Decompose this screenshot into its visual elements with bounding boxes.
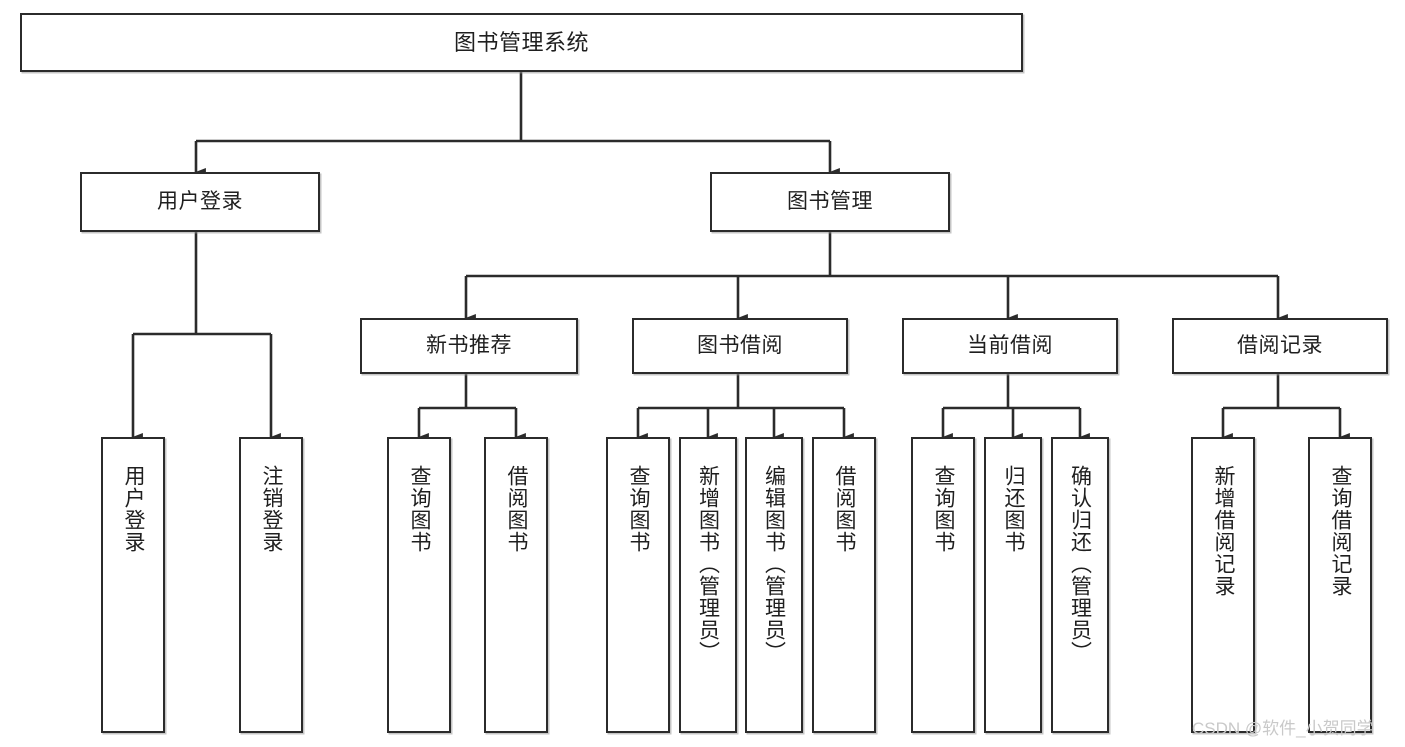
node-leaf-logout-label: 注销登录 (260, 465, 284, 553)
node-leaf-borrow-book-2[interactable]: 借阅图书 (812, 437, 876, 733)
node-leaf-return-book[interactable]: 归还图书 (984, 437, 1042, 733)
node-book-management[interactable]: 图书管理 (710, 172, 950, 232)
node-leaf-add-record[interactable]: 新增借阅记录 (1191, 437, 1255, 733)
node-leaf-borrow-book-1[interactable]: 借阅图书 (484, 437, 548, 733)
node-new-book-recommend-label: 新书推荐 (426, 333, 512, 357)
node-leaf-query-book-2-label: 查询图书 (627, 465, 651, 553)
node-leaf-query-record[interactable]: 查询借阅记录 (1308, 437, 1372, 733)
node-leaf-confirm-return[interactable]: 确认归还（管理员） (1051, 437, 1109, 733)
node-leaf-edit-book[interactable]: 编辑图书（管理员） (745, 437, 803, 733)
node-leaf-borrow-book-1-label: 借阅图书 (505, 465, 529, 553)
node-leaf-borrow-book-2-label: 借阅图书 (833, 465, 857, 553)
watermark: CSDN @软件_小贺同学 (1192, 719, 1374, 738)
node-leaf-return-book-label: 归还图书 (1002, 465, 1026, 553)
node-borrow-record-label: 借阅记录 (1237, 333, 1323, 357)
node-leaf-query-book-2[interactable]: 查询图书 (606, 437, 670, 733)
node-leaf-query-record-label: 查询借阅记录 (1329, 465, 1353, 597)
node-book-borrow[interactable]: 图书借阅 (632, 318, 848, 374)
node-book-management-label: 图书管理 (787, 189, 873, 213)
node-leaf-edit-book-label: 编辑图书（管理员） (762, 465, 786, 663)
node-leaf-logout[interactable]: 注销登录 (239, 437, 303, 733)
node-leaf-add-record-label: 新增借阅记录 (1212, 465, 1236, 597)
node-leaf-add-book[interactable]: 新增图书（管理员） (679, 437, 737, 733)
node-borrow-record[interactable]: 借阅记录 (1172, 318, 1388, 374)
node-root[interactable]: 图书管理系统 (20, 13, 1023, 72)
node-user-login-label: 用户登录 (157, 189, 243, 213)
node-current-borrow[interactable]: 当前借阅 (902, 318, 1118, 374)
node-leaf-query-book-3[interactable]: 查询图书 (911, 437, 975, 733)
node-leaf-query-book-1[interactable]: 查询图书 (387, 437, 451, 733)
node-current-borrow-label: 当前借阅 (967, 333, 1053, 357)
node-user-login[interactable]: 用户登录 (80, 172, 320, 232)
node-book-borrow-label: 图书借阅 (697, 333, 783, 357)
node-new-book-recommend[interactable]: 新书推荐 (360, 318, 578, 374)
node-leaf-confirm-return-label: 确认归还（管理员） (1068, 465, 1092, 663)
node-leaf-user-login-label: 用户登录 (122, 465, 146, 553)
node-leaf-query-book-1-label: 查询图书 (408, 465, 432, 553)
node-leaf-user-login[interactable]: 用户登录 (101, 437, 165, 733)
node-root-label: 图书管理系统 (453, 29, 589, 55)
node-leaf-add-book-label: 新增图书（管理员） (696, 465, 720, 663)
node-leaf-query-book-3-label: 查询图书 (932, 465, 956, 553)
